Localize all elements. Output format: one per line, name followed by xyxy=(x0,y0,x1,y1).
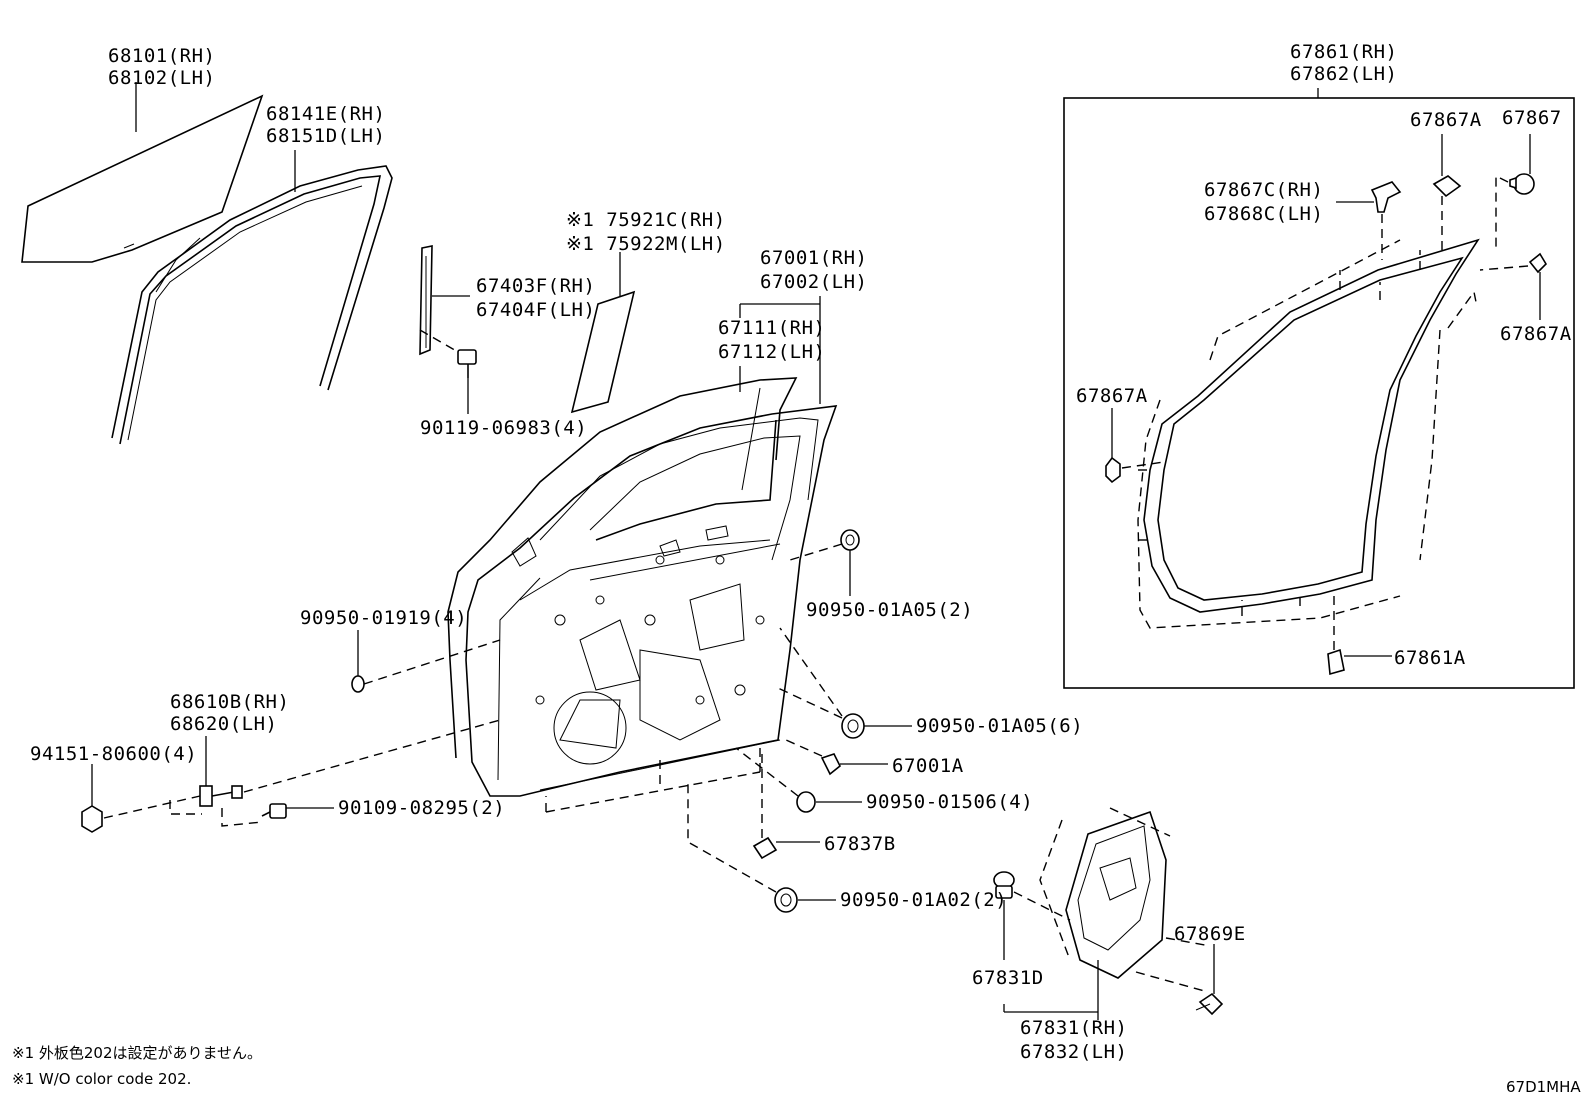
label-door-lh: 67002(LH) xyxy=(760,271,867,293)
nut-icon xyxy=(81,805,103,833)
label-weather-lh: 67862(LH) xyxy=(1290,63,1397,85)
note-english: ※1 W/O color code 202. xyxy=(12,1070,191,1088)
label-sheet-lh: 67832(LH) xyxy=(1020,1041,1127,1063)
label-panel-lh: 67112(LH) xyxy=(718,341,825,363)
label-frame-rh: 67403F(RH) xyxy=(476,275,595,297)
label-bolt: 90109-08295(2) xyxy=(338,797,505,819)
label-emblem-lh: ※1 75922M(LH) xyxy=(566,233,726,255)
check-assembly xyxy=(199,785,243,807)
clip-icon xyxy=(1327,648,1345,676)
clip-icon xyxy=(1105,456,1121,484)
label-clip-67867a-top: 67867A xyxy=(1410,109,1482,131)
label-clip-67831d: 67831D xyxy=(972,967,1044,989)
label-panel-rh: 67111(RH) xyxy=(718,317,825,339)
label-plug-1919: 90950-01919(4) xyxy=(300,607,467,629)
clip-icon xyxy=(752,836,778,860)
clip-icon xyxy=(1195,992,1224,1016)
glass-run xyxy=(111,165,393,445)
label-weather-rh: 67861(RH) xyxy=(1290,41,1397,63)
clip-icon xyxy=(1370,181,1402,213)
label-plug-a02: 90950-01A02(2) xyxy=(840,889,1007,911)
label-check-rh: 68610B(RH) xyxy=(170,691,289,713)
label-glass-lh: 68102(LH) xyxy=(108,67,215,89)
label-sheet-rh: 67831(RH) xyxy=(1020,1017,1127,1039)
label-clip-67867a-left: 67867A xyxy=(1076,385,1148,407)
label-nut: 94151-80600(4) xyxy=(30,743,197,765)
door-glass xyxy=(21,94,264,263)
clip-icon xyxy=(993,871,1015,899)
label-clip-67869e: 67869E xyxy=(1174,923,1246,945)
plug-icon xyxy=(796,791,816,813)
label-emblem-rh: ※1 75921C(RH) xyxy=(566,209,726,231)
plug-icon xyxy=(774,887,798,913)
label-screw: 90119-06983(4) xyxy=(420,417,587,439)
emblem xyxy=(570,290,636,414)
bolt-icon xyxy=(261,803,287,819)
label-run-lh: 68151D(LH) xyxy=(266,125,385,147)
label-plug-1506: 90950-01506(4) xyxy=(866,791,1033,813)
label-clip-67837b: 67837B xyxy=(824,833,896,855)
label-run-rh: 68141E(RH) xyxy=(266,103,385,125)
label-plug-a05-6: 90950-01A05(6) xyxy=(916,715,1083,737)
service-hole-cover xyxy=(1065,810,1167,979)
label-clip-67867a-right: 67867A xyxy=(1500,323,1572,345)
plug-icon xyxy=(841,713,865,739)
frame-garnish xyxy=(419,245,433,356)
plug-icon xyxy=(840,529,860,551)
door-panel xyxy=(447,377,838,797)
plug-icon xyxy=(351,675,365,693)
label-door-rh: 67001(RH) xyxy=(760,247,867,269)
screw-icon xyxy=(457,349,477,378)
clip-icon xyxy=(820,753,842,776)
label-clip-67861a: 67861A xyxy=(1394,647,1466,669)
label-frame-lh: 67404F(LH) xyxy=(476,299,595,321)
label-glass-rh: 68101(RH) xyxy=(108,45,215,67)
weatherstrip-box xyxy=(1063,88,1575,689)
label-check-lh: 68620(LH) xyxy=(170,713,277,735)
diagram-code: 67D1MHA xyxy=(1506,1078,1581,1096)
label-plug-a05-2: 90950-01A05(2) xyxy=(806,599,973,621)
clip-icon xyxy=(1528,252,1548,274)
label-clip-c-rh: 67867C(RH) xyxy=(1204,179,1323,201)
label-clip-c-lh: 67868C(LH) xyxy=(1204,203,1323,225)
label-clip-67867: 67867 xyxy=(1502,107,1562,129)
clip-icon xyxy=(1509,173,1535,195)
label-clip-67001a: 67001A xyxy=(892,755,964,777)
clip-icon xyxy=(1432,175,1462,198)
note-japanese: ※1 外板色202は設定がありません。 xyxy=(12,1044,262,1062)
